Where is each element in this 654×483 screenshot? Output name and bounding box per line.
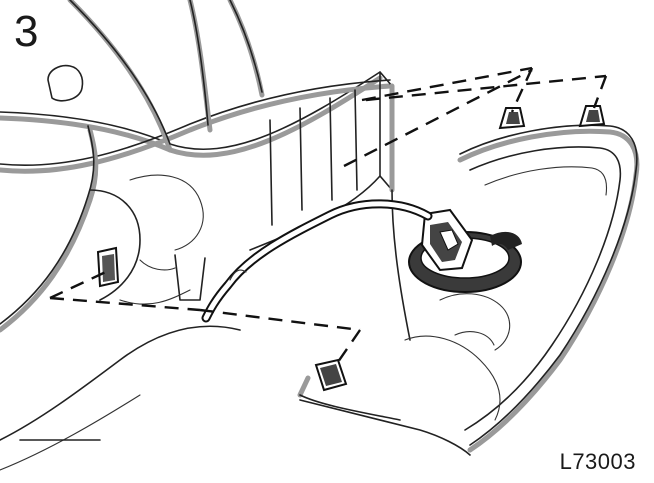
step-number: 3: [14, 7, 39, 56]
left-clip: [96, 246, 120, 288]
inner-fender-bracket: [0, 125, 241, 471]
bottom-clip: [314, 358, 348, 392]
dashed-guide-lines: [49, 66, 608, 363]
figure-reference-code: L73003: [559, 449, 636, 474]
headlamp-assembly: [297, 105, 640, 456]
wiring-harness: [201, 199, 433, 323]
bulb-socket: [408, 208, 522, 293]
